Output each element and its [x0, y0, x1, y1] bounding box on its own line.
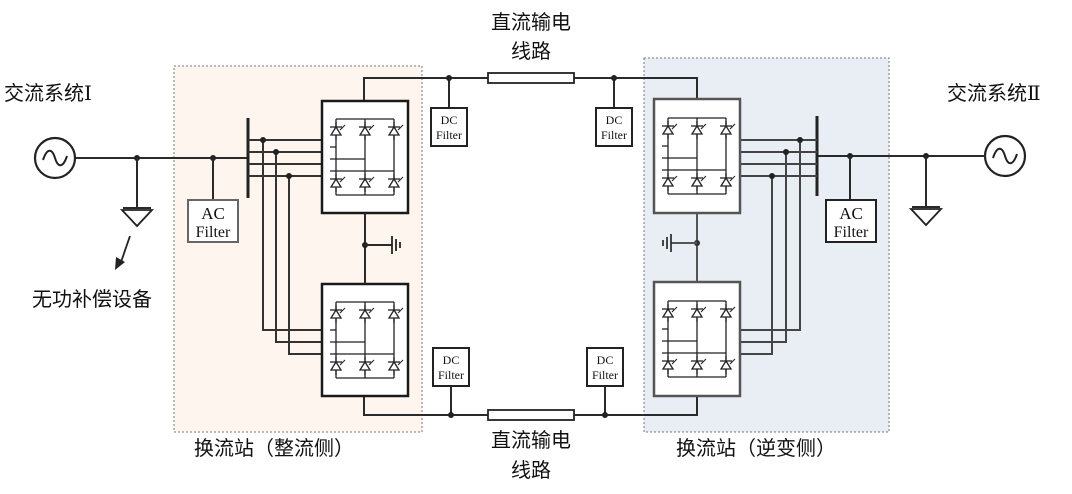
- svg-text:AC: AC: [201, 204, 225, 223]
- inverter-bridge-lower: [652, 280, 742, 398]
- ground-rectifier-icon: [391, 236, 401, 254]
- dc-filter-bottom-left: DC Filter: [432, 347, 470, 387]
- dc-filter-top-right: DC Filter: [595, 107, 633, 147]
- ac-system-left-label: 交流系统I: [4, 81, 92, 105]
- dc-filter-top-left: DC Filter: [430, 107, 468, 147]
- arrow-icon: [115, 257, 125, 270]
- ac-filter-left: AC Filter: [187, 199, 239, 243]
- reactive-compensation-label: 无功补偿设备: [32, 287, 152, 311]
- dc-line-top-label-1: 直流输电: [491, 10, 571, 34]
- ac-system-right-label: 交流系统Ⅱ: [947, 81, 1041, 105]
- svg-text:Filter: Filter: [436, 128, 462, 142]
- inverter-station-label: 换流站（逆变侧）: [676, 436, 836, 460]
- svg-text:DC: DC: [597, 353, 614, 367]
- svg-text:AC: AC: [839, 204, 863, 223]
- svg-text:Filter: Filter: [592, 368, 618, 382]
- svg-text:Filter: Filter: [196, 224, 231, 241]
- compensation-ground-left-icon: [119, 209, 155, 228]
- dc-line-top-label-2: 线路: [511, 39, 551, 63]
- svg-text:DC: DC: [441, 113, 458, 127]
- dc-line-top-resistor: [487, 72, 575, 84]
- dc-filter-bottom-right: DC Filter: [586, 347, 624, 387]
- ac-filter-right: AC Filter: [825, 199, 877, 243]
- compensation-ground-right-icon: [908, 208, 944, 227]
- rectifier-station-label: 换流站（整流侧）: [194, 436, 354, 460]
- svg-text:Filter: Filter: [834, 224, 869, 241]
- svg-text:Filter: Filter: [601, 128, 627, 142]
- rectifier-bridge-lower: [320, 282, 410, 398]
- dc-line-bottom-label-2: 线路: [511, 458, 551, 482]
- dc-line-bottom-resistor: [487, 409, 575, 421]
- rectifier-bridge-upper: [320, 99, 410, 215]
- svg-text:Filter: Filter: [438, 368, 464, 382]
- svg-text:DC: DC: [606, 113, 623, 127]
- svg-text:DC: DC: [443, 353, 460, 367]
- dc-line-bottom-label-1: 直流输电: [491, 428, 571, 452]
- inverter-bridge-upper: [652, 97, 742, 215]
- ground-inverter-icon: [662, 234, 672, 252]
